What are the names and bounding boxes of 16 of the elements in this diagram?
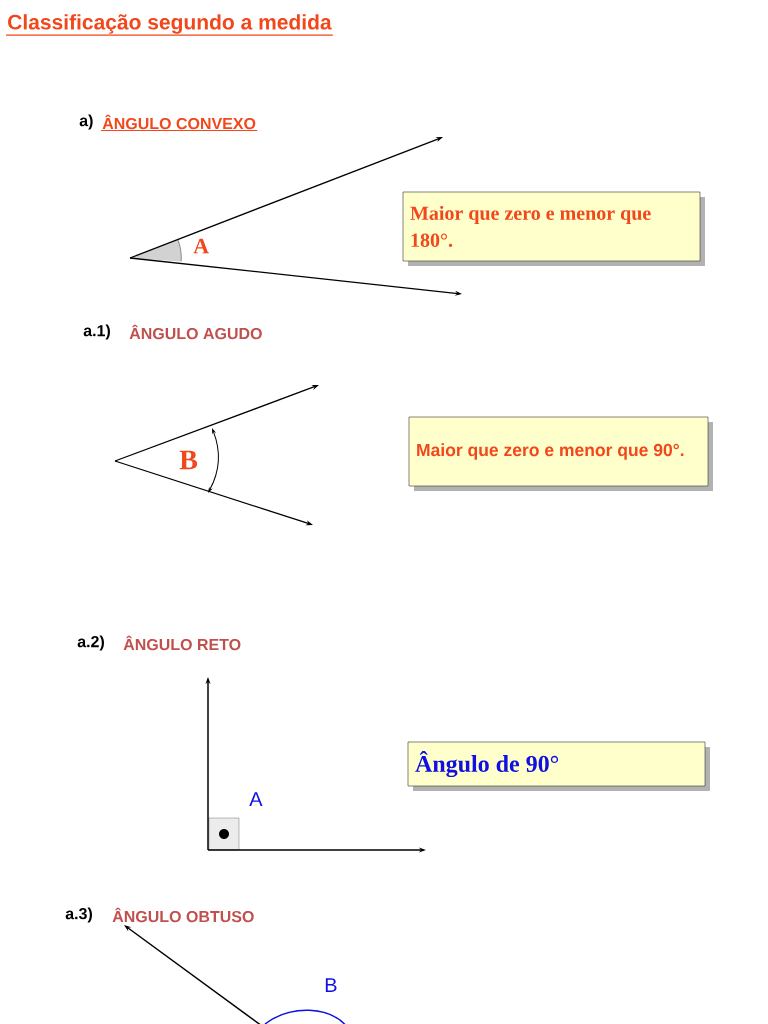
angle-label: B — [325, 978, 337, 992]
note-box: Maior que zero e menor que 90°. — [408, 416, 713, 491]
angle-label: A — [249, 792, 263, 806]
angle-label: A — [193, 238, 209, 254]
section-label: a.1) — [83, 324, 110, 340]
section-label: a.2) — [77, 635, 104, 651]
angle-label: B — [179, 450, 198, 470]
section-label: a.3) — [65, 907, 92, 923]
section-heading: ÂNGULO RETO — [123, 635, 241, 651]
section-heading: ÂNGULO CONVEXO — [100, 114, 258, 131]
section-heading: ÂNGULO OBTUSO — [112, 907, 254, 923]
section-label: a) — [79, 114, 93, 130]
note-box: Ângulo de 90° — [407, 741, 710, 791]
section-heading: ÂNGULO AGUDO — [129, 324, 262, 340]
title: Classificação segundo a medida — [5, 14, 334, 36]
note-box: Maior que zero e menor que 180°. — [402, 191, 705, 266]
